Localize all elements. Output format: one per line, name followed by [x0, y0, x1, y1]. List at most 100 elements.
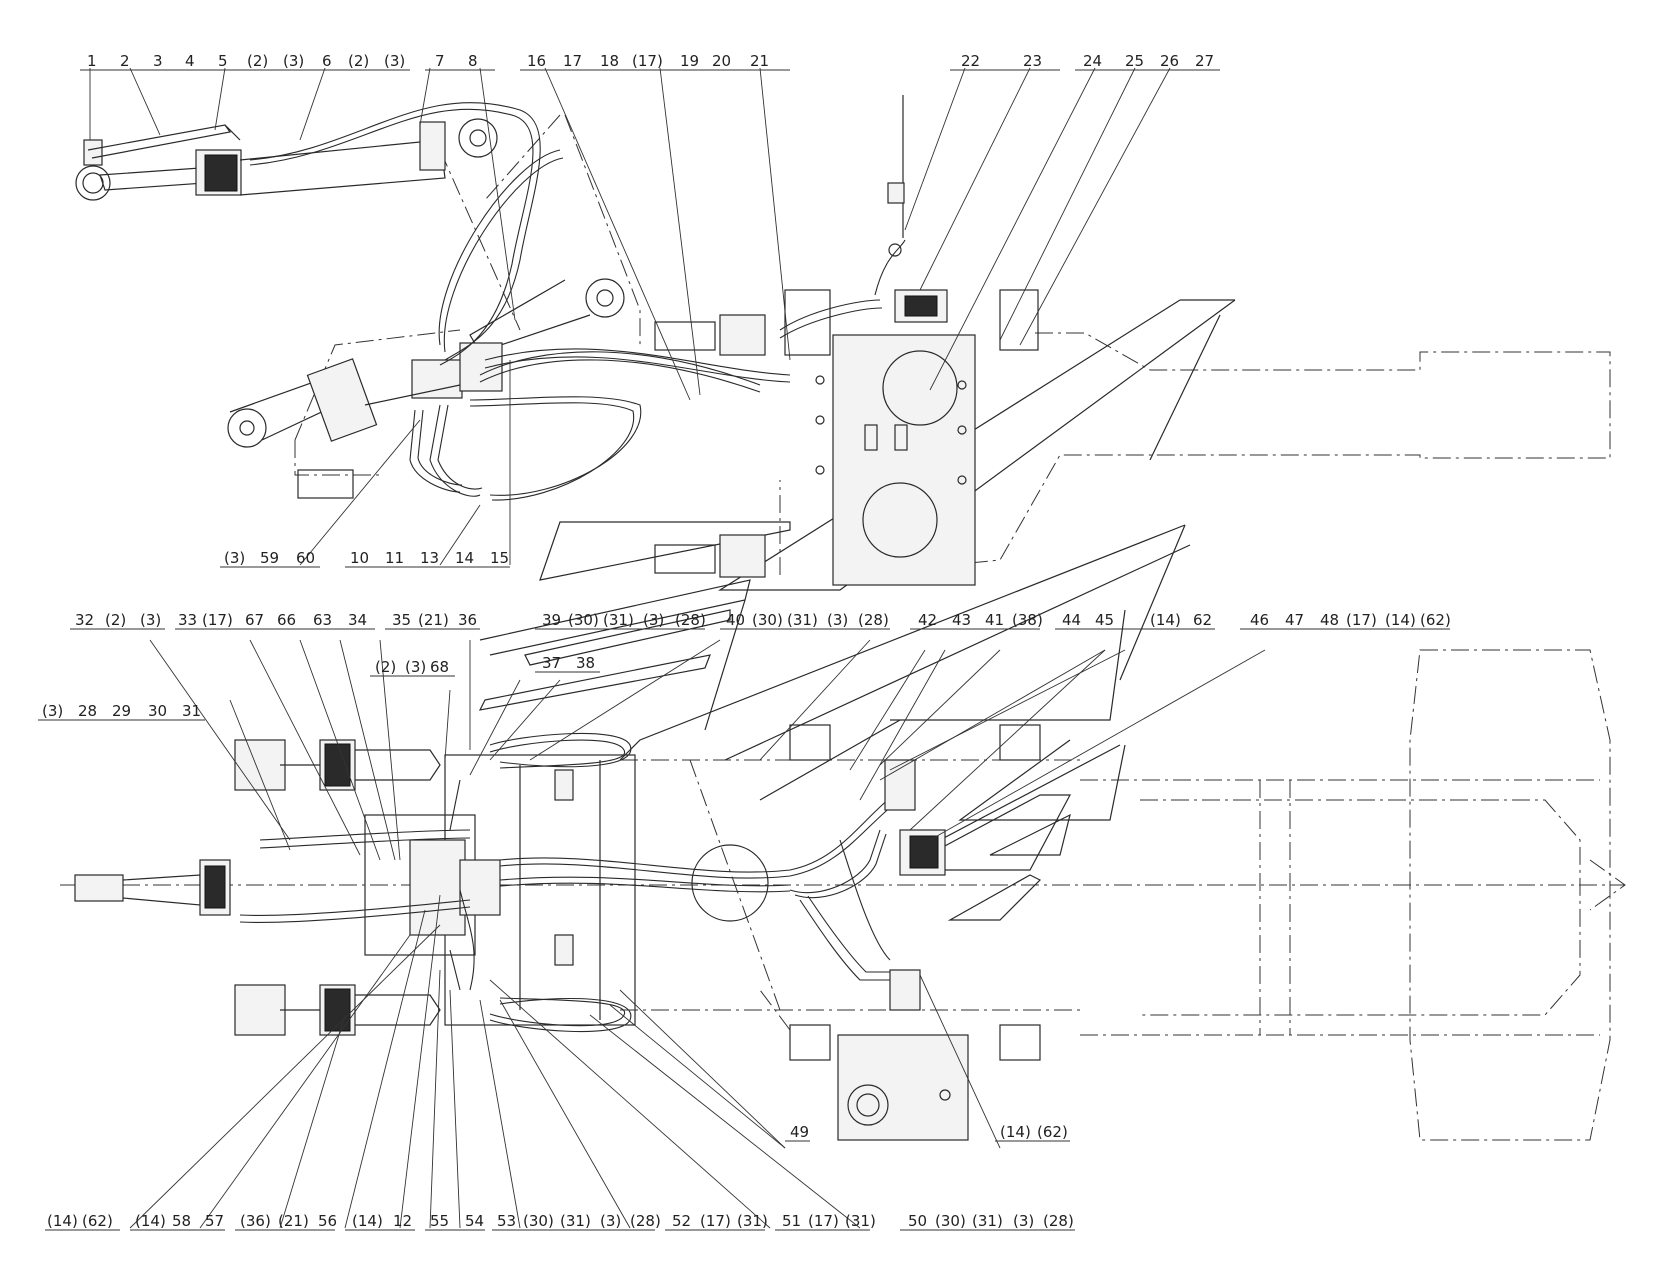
- label-30: 30: [148, 702, 167, 720]
- label-b-57: 57: [205, 1212, 224, 1230]
- label-33: 33: [178, 611, 197, 629]
- label-p14b: (14): [1385, 611, 1416, 629]
- label-20: 20: [712, 52, 731, 70]
- label-45: 45: [1095, 611, 1114, 629]
- label-b-p3: (3): [600, 1212, 621, 1230]
- label-25: 25: [1125, 52, 1144, 70]
- label-28: 28: [78, 702, 97, 720]
- label-b-p30b: (30): [935, 1212, 966, 1230]
- label-p3e: (3): [643, 611, 664, 629]
- label-b-58: 58: [172, 1212, 191, 1230]
- label-b-53: 53: [497, 1212, 516, 1230]
- label-39: 39: [542, 611, 561, 629]
- side-steering-cylinder: [75, 121, 446, 201]
- label-32: 32: [75, 611, 94, 629]
- label-b-55: 55: [430, 1212, 449, 1230]
- label-3: 3: [153, 52, 163, 70]
- label-7: 7: [435, 52, 445, 70]
- label-b-51: 51: [782, 1212, 801, 1230]
- label-b-p17: (17): [700, 1212, 731, 1230]
- label-b-12: 12: [393, 1212, 412, 1230]
- label-b-52: 52: [672, 1212, 691, 1230]
- label-4: 4: [185, 52, 195, 70]
- label-6: 6: [322, 52, 332, 70]
- label-14: 14: [455, 549, 474, 567]
- label-47: 47: [1285, 611, 1304, 629]
- label-60: 60: [296, 549, 315, 567]
- label-p38: (38): [1012, 611, 1043, 629]
- label-49: 49: [790, 1123, 809, 1141]
- label-p17: (17): [632, 52, 663, 70]
- label-b-p17b: (17): [808, 1212, 839, 1230]
- label-16: 16: [527, 52, 546, 70]
- label-13: 13: [420, 549, 439, 567]
- label-41: 41: [985, 611, 1004, 629]
- side-view: [75, 95, 1611, 591]
- label-10: 10: [350, 549, 369, 567]
- label-17: 17: [563, 52, 582, 70]
- label-62: 62: [1193, 611, 1212, 629]
- label-p31b: (31): [787, 611, 818, 629]
- label-18: 18: [600, 52, 619, 70]
- side-tank-assembly: [815, 95, 976, 586]
- plan-central-frame: [364, 754, 769, 1026]
- label-p2d: (2): [105, 611, 126, 629]
- label-b-50: 50: [908, 1212, 927, 1230]
- label-p14c: (14): [1000, 1123, 1031, 1141]
- label-p3h: (3): [42, 702, 63, 720]
- label-b-p31b: (31): [737, 1212, 768, 1230]
- label-43: 43: [952, 611, 971, 629]
- label-36: 36: [458, 611, 477, 629]
- label-46: 46: [1250, 611, 1269, 629]
- plan-perspective-lines: [478, 524, 1191, 921]
- label-p3b: (3): [384, 52, 405, 70]
- label-b-p31d: (31): [972, 1212, 1003, 1230]
- label-p31: (31): [603, 611, 634, 629]
- label-68: 68: [430, 658, 449, 676]
- label-15: 15: [490, 549, 509, 567]
- label-26: 26: [1160, 52, 1179, 70]
- label-p3g: (3): [405, 658, 426, 676]
- label-2: 2: [120, 52, 130, 70]
- label-p3f: (3): [827, 611, 848, 629]
- label-5: 5: [218, 52, 228, 70]
- plan-leader-lines: [129, 639, 1266, 1229]
- label-p17c: (17): [1346, 611, 1377, 629]
- label-p28: (28): [675, 611, 706, 629]
- label-b-p14: (14): [47, 1212, 78, 1230]
- label-p30b: (30): [752, 611, 783, 629]
- label-21: 21: [750, 52, 769, 70]
- label-48: 48: [1320, 611, 1339, 629]
- label-b-p14c: (14): [352, 1212, 383, 1230]
- label-b-p3b: (3): [1013, 1212, 1034, 1230]
- label-22: 22: [961, 52, 980, 70]
- label-p62: (62): [1420, 611, 1451, 629]
- label-40: 40: [726, 611, 745, 629]
- label-42: 42: [918, 611, 937, 629]
- label-19: 19: [680, 52, 699, 70]
- label-59: 59: [260, 549, 279, 567]
- label-38: 38: [576, 654, 595, 672]
- label-p3d: (3): [140, 611, 161, 629]
- label-27: 27: [1195, 52, 1214, 70]
- label-p62b: (62): [1037, 1123, 1068, 1141]
- label-b-56: 56: [318, 1212, 337, 1230]
- label-p3c: (3): [224, 549, 245, 567]
- label-23: 23: [1023, 52, 1042, 70]
- label-b-p30: (30): [523, 1212, 554, 1230]
- plan-components: [789, 724, 1041, 1141]
- side-hoses: [249, 102, 906, 501]
- label-p14: (14): [1150, 611, 1181, 629]
- plan-view: [60, 67, 1626, 1229]
- label-1: 1: [87, 52, 97, 70]
- label-p21: (21): [418, 611, 449, 629]
- side-leader-lines: [89, 67, 1171, 566]
- plan-cylinders: [74, 739, 441, 1036]
- label-p2: (2): [247, 52, 268, 70]
- label-b-p21: (21): [278, 1212, 309, 1230]
- label-24: 24: [1083, 52, 1102, 70]
- label-underlines: [38, 69, 1450, 1231]
- label-p3: (3): [283, 52, 304, 70]
- label-p17b: (17): [202, 611, 233, 629]
